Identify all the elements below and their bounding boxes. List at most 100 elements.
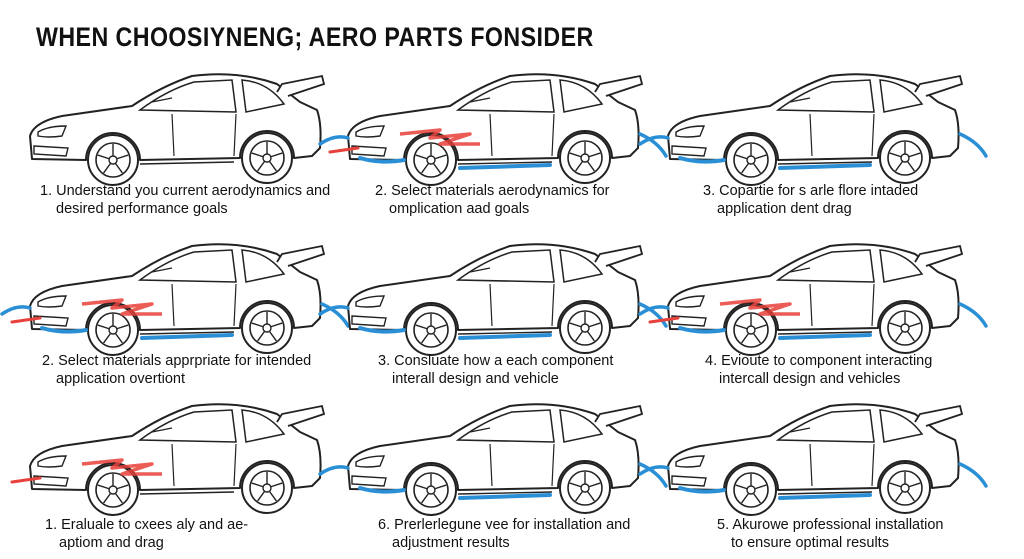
car-outline [29, 73, 322, 161]
rear-window [559, 79, 604, 113]
blue-airflow-arrow [638, 305, 670, 316]
blue-side-skirt [140, 333, 234, 340]
panel-5: 3. Consluate how a each component intera… [318, 228, 668, 393]
mirror [789, 267, 811, 273]
red-airflow-arrow [328, 146, 360, 154]
rear-wheel [879, 132, 931, 184]
spoke [415, 324, 428, 330]
caption-line-2: interall design and vehicle [392, 371, 559, 387]
spoke [569, 322, 582, 328]
rear-window [879, 249, 924, 283]
caption-line-1: 4. Evioute to component interacting [705, 353, 933, 369]
door-line [551, 113, 555, 157]
blue-side-skirt [778, 333, 872, 340]
front-wheel [405, 464, 457, 516]
door-line [809, 283, 813, 327]
spoke [270, 152, 283, 158]
blue-airflow-arrow [638, 135, 670, 146]
car-illustration [0, 243, 350, 356]
spoke [752, 162, 761, 174]
rear-spoiler [914, 244, 964, 267]
panel-caption: 5. Akurowe professional installation to … [717, 516, 944, 552]
blue-side-skirt [458, 333, 552, 340]
rear-wheel [879, 462, 931, 514]
car-body-group [638, 73, 988, 186]
spoke [569, 152, 582, 158]
side-skirt [777, 161, 873, 165]
spoke [421, 332, 430, 344]
rear-spoiler [914, 404, 964, 427]
spoke [257, 490, 266, 502]
spoke [906, 330, 915, 342]
spoke [432, 332, 441, 344]
side-skirt [139, 331, 235, 335]
front-grille [351, 475, 387, 487]
front-window [455, 249, 555, 283]
red-airflow-lines [719, 298, 800, 316]
headlight [37, 295, 68, 308]
caption-line-1: 2. Select materials apprpriate for inten… [42, 353, 312, 369]
blue-airflow-arrow [638, 302, 668, 328]
blue-front-splitter [678, 326, 726, 334]
blue-front-splitter [678, 156, 726, 164]
blue-side-skirt [778, 163, 872, 170]
spoke [434, 484, 447, 490]
front-wheel [725, 464, 777, 516]
car-outline [347, 403, 640, 491]
panel-6: 4. Evioute to component interacting inte… [638, 228, 988, 393]
rear-spoiler [594, 74, 644, 97]
spoke [752, 492, 761, 504]
spoke [754, 484, 767, 490]
red-airflow-arrow [648, 316, 680, 324]
spoke [251, 482, 264, 488]
spoke [735, 154, 748, 160]
rim [733, 472, 769, 508]
rim [95, 472, 131, 508]
blue-side-skirt [458, 163, 552, 170]
panel-caption: 2. Select materials aerodynamics for omp… [375, 182, 610, 218]
rim [733, 142, 769, 178]
front-wheel [725, 134, 777, 186]
door-line [871, 443, 875, 487]
red-airflow-arrow [10, 316, 42, 324]
spoke [586, 330, 595, 342]
spoke [735, 324, 748, 330]
spoke [752, 332, 761, 344]
front-grille [671, 475, 707, 487]
spoke [735, 484, 748, 490]
blue-airflow-arrow [958, 132, 988, 158]
headlight [355, 295, 386, 308]
spoke [116, 484, 129, 490]
front-grille [351, 315, 387, 327]
car-illustration [638, 73, 988, 186]
rear-window [241, 249, 286, 283]
spoke [906, 490, 915, 502]
rim [249, 310, 285, 346]
spoke [741, 492, 750, 504]
blue-side-skirt [778, 493, 872, 500]
rear-spoiler [914, 74, 964, 97]
headlight [37, 125, 68, 138]
door-line [871, 283, 875, 327]
caption-line-2: aptiom and drag [59, 535, 164, 551]
door-line [171, 283, 175, 327]
red-airflow-lines [81, 298, 162, 316]
mirror [151, 267, 173, 273]
car-body-group [0, 243, 350, 356]
car-body-group [638, 243, 988, 356]
front-grille [671, 145, 707, 157]
blue-side-skirt [458, 493, 552, 500]
front-grille [671, 315, 707, 327]
headlight [675, 295, 706, 308]
car-illustration [318, 73, 668, 186]
panel-caption: 6. Prerlerlegune vee for installation an… [378, 516, 630, 552]
spoke [908, 322, 921, 328]
panel-caption: 3. Copartie for s arle flore intaded app… [703, 182, 918, 218]
door-line [171, 443, 175, 487]
spoke [251, 152, 264, 158]
spoke [257, 330, 266, 342]
spoke [432, 492, 441, 504]
rear-window [241, 79, 286, 113]
caption-line-2: desired performance goals [56, 201, 228, 217]
caption-line-1: 3. Consluate how a each component [378, 353, 614, 369]
